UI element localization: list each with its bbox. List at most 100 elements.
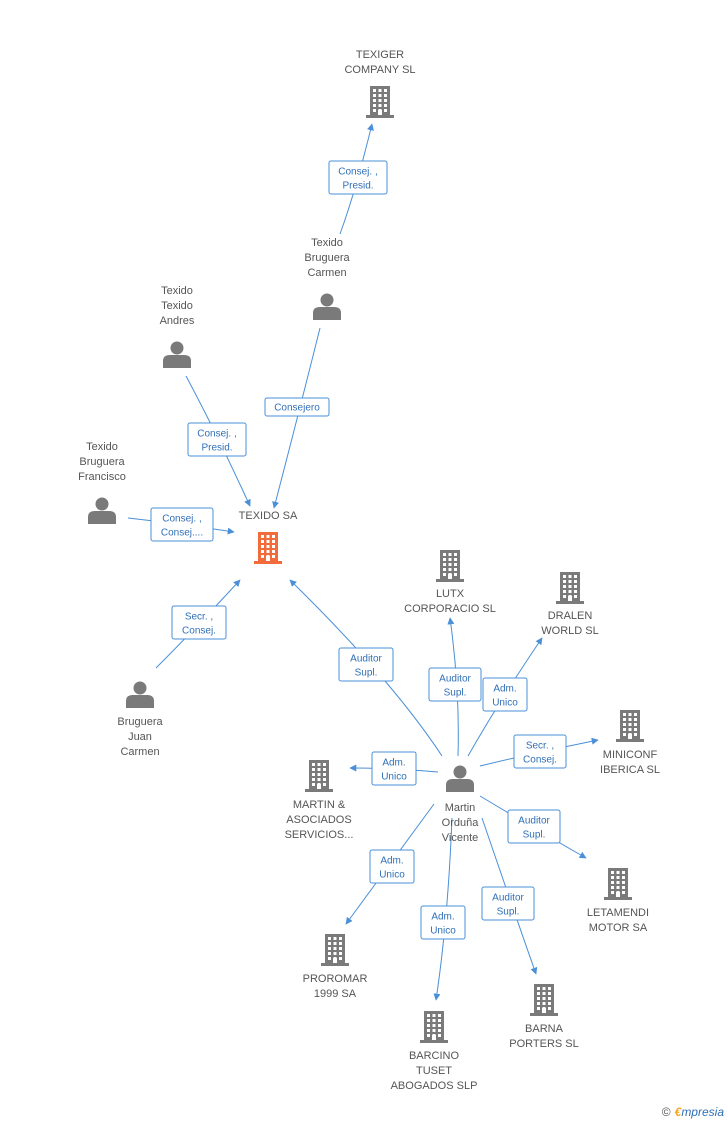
relation-label-line: Adm. [431,912,454,923]
relation-label-line: Supl. [444,688,467,699]
company-name-line: COMPANY SL [344,64,415,76]
empresia-logo[interactable]: ©€mpresia [662,1105,724,1119]
relation-badge-box [187,422,247,457]
relation-label-line: Consej.... [161,528,203,539]
company-name-line: PORTERS SL [509,1038,579,1050]
person-name-line: Vicente [442,832,479,844]
person-name-line: Juan [128,731,152,743]
person-name-line: Orduña [442,817,480,829]
company-node-miniconf[interactable]: MINICONF IBERICA SL [600,710,660,776]
relation-badge-box [171,605,227,640]
person-name-line: Francisco [78,471,126,483]
relation-badge-box [420,905,466,940]
person-name-line: Bruguera [304,252,350,264]
company-name-line: ASOCIADOS [286,814,351,826]
relation-badge-e5[interactable]: Secr. ,Consej. [171,605,227,640]
relation-badge-e3[interactable]: Consej. , Presid. [187,422,247,457]
person-name-line: Texido [311,237,343,249]
relation-label-line: Consej. , [197,429,236,440]
relation-label-line: Auditor [350,654,382,665]
relation-badge-e8[interactable]: Adm.Unico [482,677,528,712]
relation-label-line: Auditor [439,674,471,685]
company-name-line: LETAMENDI [587,907,649,919]
relation-label: Secr. ,Consej. [182,612,216,637]
company-name-line: MINICONF [603,749,658,761]
company-name-line: WORLD SL [541,625,598,637]
relation-badge-e4[interactable]: Consej. ,Consej.... [150,507,214,542]
building-icon [321,934,349,966]
relation-label-line: Presid. [342,181,373,192]
company-name-line: TEXIDO SA [239,510,298,522]
company-node-lutx[interactable]: LUTX CORPORACIO SL [404,550,496,615]
person-name-line: Texido [86,441,118,453]
relation-label: Consej. , Presid. [338,167,377,192]
person-icon [313,293,341,320]
relation-label-line: Presid. [201,443,232,454]
building-icon [604,868,632,900]
relation-label-line: Unico [492,698,518,709]
company-node-texido[interactable]: TEXIDO SA [239,510,298,564]
person-icon [446,765,474,792]
company-name-line: IBERICA SL [600,764,660,776]
company-name-line: BARCINO [409,1050,460,1062]
person-name-line: Carmen [307,267,346,279]
relation-label-line: Consej. , [338,167,377,178]
relation-badge-box [371,751,417,786]
company-name-line: ABOGADOS SLP [391,1080,478,1092]
building-icon [366,86,394,118]
relation-label-line: Adm. [382,758,405,769]
relation-badge-box [150,507,214,542]
relation-label: Adm.Unico [379,856,405,881]
relation-badge-e9[interactable]: Secr. ,Consej. [513,734,567,769]
company-name-line: LUTX [436,588,465,600]
relation-label-line: Secr. , [526,741,554,752]
relation-label-line: Secr. , [185,612,213,623]
relation-badge-box [328,160,388,195]
relation-label-line: Supl. [523,830,546,841]
relation-badge-e1[interactable]: Consej. , Presid. [328,160,388,195]
relation-badge-box [338,647,394,682]
company-name: BARCINO TUSET ABOGADOS SLP [391,1050,478,1092]
person-icon [88,497,116,524]
relation-badge-box [369,849,415,884]
company-name-line: TUSET [416,1065,452,1077]
relation-label-line: Consejero [274,403,320,414]
relation-badge-e13[interactable]: Adm.Unico [420,905,466,940]
relation-badge-e2[interactable]: Consejero [264,397,330,417]
building-icon [556,572,584,604]
relation-badge-box [513,734,567,769]
relation-badge-e12[interactable]: Adm.Unico [369,849,415,884]
company-name: MINICONF IBERICA SL [600,749,660,776]
company-name-line: CORPORACIO SL [404,603,496,615]
relation-badge-e10[interactable]: Adm.Unico [371,751,417,786]
relation-badge-box [481,886,535,921]
person-name-line: Bruguera [79,456,125,468]
company-node-barcino[interactable]: BARCINO TUSET ABOGADOS SLP [391,1011,478,1092]
person-name-line: Texido [161,285,193,297]
relation-label-line: Adm. [380,856,403,867]
building-icon [616,710,644,742]
logo-letter: € [674,1105,682,1119]
building-icon [530,984,558,1016]
